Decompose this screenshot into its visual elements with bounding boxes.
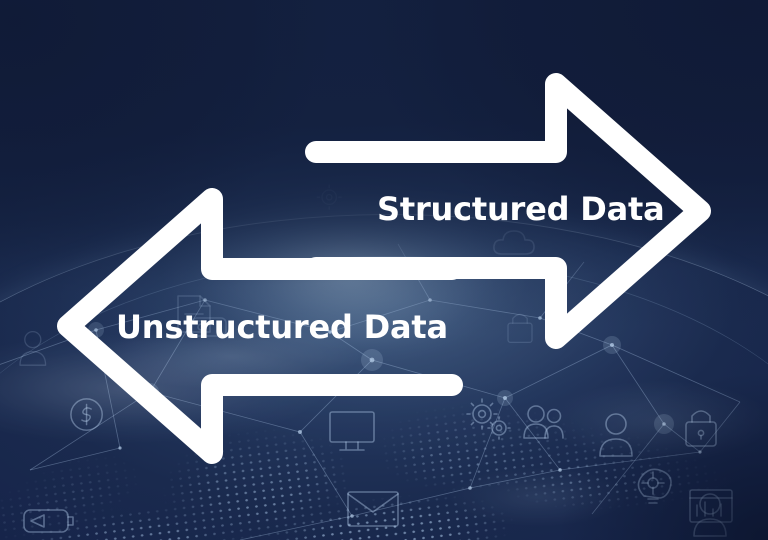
unstructured-data-label: Unstructured Data	[116, 308, 448, 346]
structured-data-label: Structured Data	[377, 190, 665, 228]
structured-data-arrow	[305, 73, 711, 349]
unstructured-data-arrow	[57, 188, 463, 464]
